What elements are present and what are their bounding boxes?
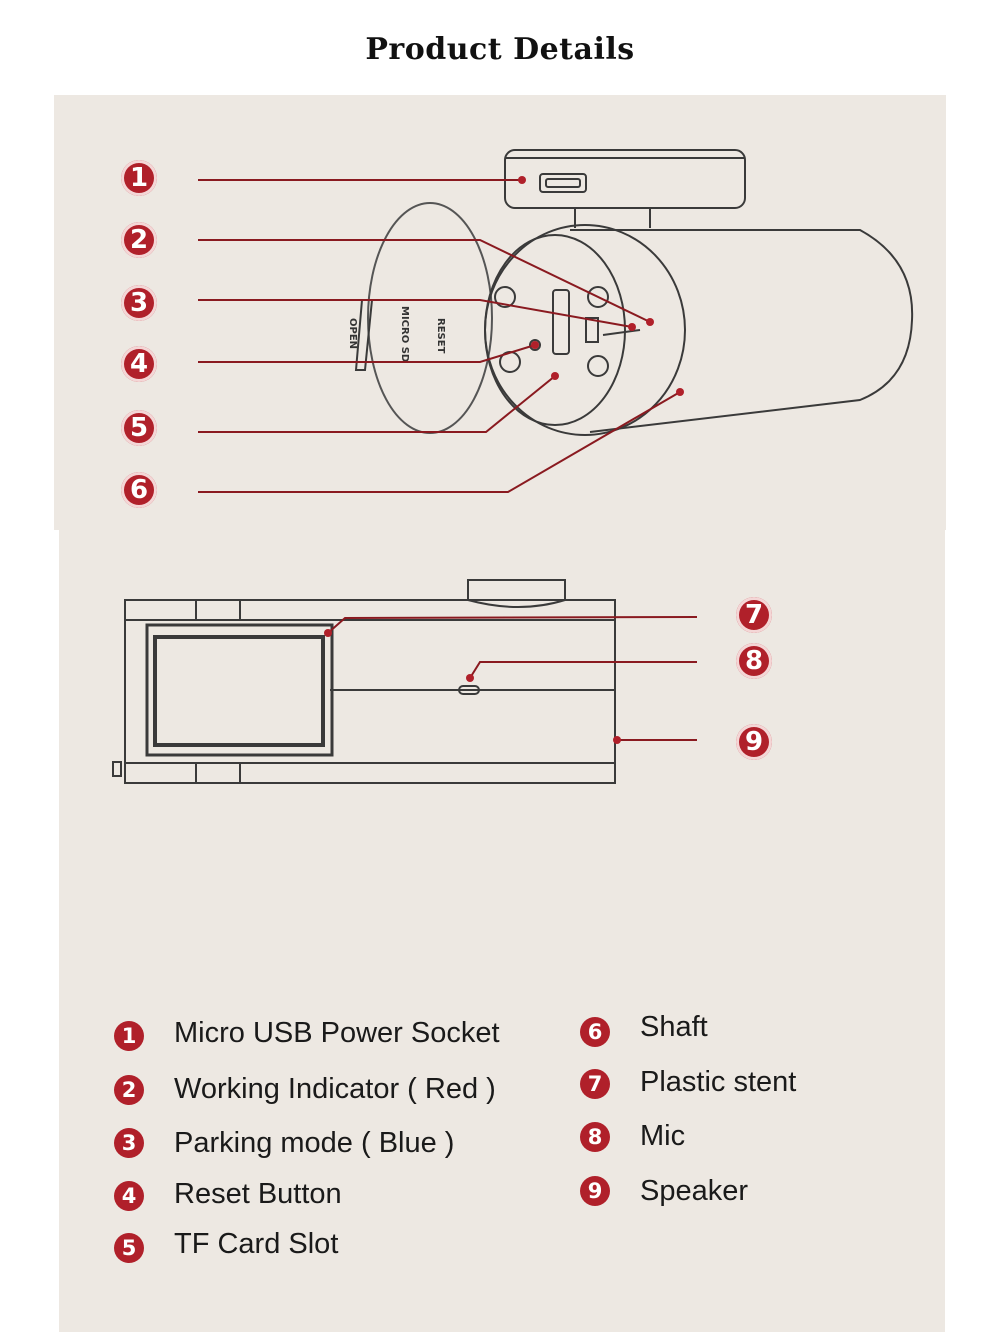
legend-num-4: 4 bbox=[114, 1181, 144, 1211]
legend-num-5: 5 bbox=[114, 1233, 144, 1263]
legend-num-7: 7 bbox=[580, 1069, 610, 1099]
callout-9: 9 bbox=[736, 724, 772, 760]
legend-label-2: Working Indicator ( Red ) bbox=[174, 1073, 496, 1105]
side-body bbox=[124, 599, 616, 784]
legend-label-5: TF Card Slot bbox=[174, 1228, 339, 1260]
top-mount-tab bbox=[467, 579, 566, 608]
legend-label-3: Parking mode ( Blue ) bbox=[174, 1127, 455, 1159]
leader-6 bbox=[198, 391, 681, 493]
legend-label-4: Reset Button bbox=[174, 1178, 342, 1210]
top-leader-dots bbox=[518, 176, 684, 396]
mic-hole bbox=[458, 685, 480, 695]
front-face-inner bbox=[484, 234, 626, 426]
dashcam-cylinder-drawing bbox=[354, 149, 914, 436]
legend-label-1: Micro USB Power Socket bbox=[174, 1017, 500, 1049]
leader-8 bbox=[469, 661, 697, 679]
led-hole-1 bbox=[587, 286, 609, 308]
reset-hole bbox=[529, 339, 541, 351]
callout-5: 5 bbox=[121, 410, 157, 446]
leader-2 bbox=[198, 239, 651, 323]
speaker-hole bbox=[587, 355, 609, 377]
legend-num-1: 1 bbox=[114, 1021, 144, 1051]
callout-4: 4 bbox=[121, 346, 157, 382]
legend-num-9: 9 bbox=[580, 1176, 610, 1206]
legend-label-6: Shaft bbox=[640, 1011, 708, 1043]
legend-label-8: Mic bbox=[640, 1120, 686, 1152]
legend-num-6: 6 bbox=[580, 1017, 610, 1047]
callout-8: 8 bbox=[736, 643, 772, 679]
usb-port bbox=[539, 173, 587, 193]
tf-card-slot bbox=[552, 289, 570, 355]
top-leader-lines bbox=[198, 179, 681, 493]
callout-7: 7 bbox=[736, 597, 772, 633]
bottom-diagram-panel bbox=[59, 530, 945, 1332]
leader-7 bbox=[327, 616, 698, 634]
lens-window bbox=[153, 635, 325, 747]
callout-6: 6 bbox=[121, 472, 157, 508]
leader-4 bbox=[198, 344, 536, 363]
led-hole-2 bbox=[494, 286, 516, 308]
top-diagram-panel bbox=[54, 95, 946, 530]
cylinder-body bbox=[570, 229, 914, 433]
callout-3: 3 bbox=[121, 285, 157, 321]
legend-num-2: 2 bbox=[114, 1075, 144, 1105]
dashcam-side-view bbox=[112, 579, 616, 784]
callout-1: 1 bbox=[121, 160, 157, 196]
legend-label-7: Plastic stent bbox=[640, 1066, 797, 1098]
mount-neck bbox=[574, 208, 651, 228]
indicator-slot bbox=[585, 317, 599, 343]
open-lid bbox=[367, 202, 493, 434]
leader-5 bbox=[198, 375, 556, 433]
reset-label: RESET bbox=[435, 318, 446, 354]
bottom-leader-lines bbox=[327, 616, 698, 741]
lens-plate bbox=[145, 623, 334, 757]
callout-2: 2 bbox=[121, 222, 157, 258]
page-title: Product Details bbox=[365, 32, 635, 67]
micro-sd-label: MICRO SD bbox=[399, 306, 410, 362]
legend-label-9: Speaker bbox=[640, 1175, 749, 1207]
legend-num-8: 8 bbox=[580, 1122, 610, 1152]
open-label: OPEN bbox=[347, 318, 358, 349]
legend-num-3: 3 bbox=[114, 1128, 144, 1158]
leader-3 bbox=[198, 299, 633, 328]
